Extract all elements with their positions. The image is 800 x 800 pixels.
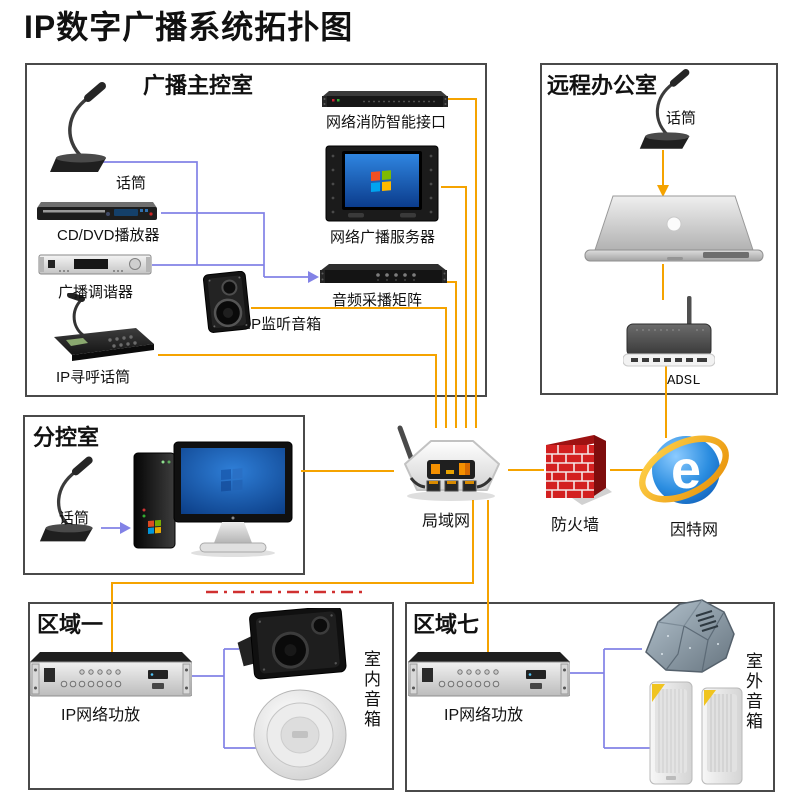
adsl-label: ADSL: [667, 373, 701, 389]
zone-7-title: 区域七: [413, 612, 480, 637]
zone-1-title: 区域一: [37, 612, 104, 637]
monitor-speaker-label: IP监听音箱: [247, 316, 322, 333]
ceiling-speaker-icon: [252, 688, 348, 782]
ip-paging-mic-label: IP寻呼话筒: [56, 369, 131, 386]
firewall-icon: [542, 428, 614, 508]
broadcast-server-label: 网络广播服务器: [330, 229, 436, 246]
zone-7-box: [405, 602, 775, 792]
rock-speaker-icon: [638, 596, 738, 678]
broadcast-server-icon: [324, 144, 440, 223]
mic-label: 话筒: [116, 175, 147, 192]
cd-dvd-player-label: CD/DVD播放器: [57, 227, 160, 244]
monitor-speaker-icon: [200, 271, 252, 335]
cd-dvd-player-icon: [36, 196, 158, 223]
main-control-room-title: 广播主控室: [143, 73, 254, 98]
laptop-icon: [583, 194, 765, 270]
zone7-amplifier-icon: [408, 650, 570, 702]
zone7-amplifier-label: IP网络功放: [444, 707, 524, 724]
pc-tower-icon: [132, 451, 177, 550]
zone1-amplifier-label: IP网络功放: [61, 707, 141, 724]
internet-label: 因特网: [670, 522, 719, 539]
internet-explorer-icon: e: [636, 424, 732, 514]
audio-matrix-label: 音频采播矩阵: [332, 292, 423, 309]
zone1-speakers-label: 室内音箱: [361, 650, 380, 730]
sub-control-room-title: 分控室: [33, 425, 100, 450]
zone1-amplifier-icon: [30, 650, 192, 702]
sub-mic-icon: [38, 452, 104, 544]
lan-router-icon: [391, 424, 511, 506]
gooseneck-mic-icon: [48, 78, 118, 174]
audio-matrix-icon: [320, 261, 447, 286]
column-speakers-icon: [646, 680, 748, 790]
remote-mic-icon: [638, 64, 700, 152]
zone7-speakers-label: 室外音箱: [743, 652, 762, 732]
radio-tuner-icon: [38, 251, 152, 278]
ip-paging-mic-icon: [40, 293, 160, 361]
page-title: IP数字广播系统拓扑图: [24, 9, 354, 45]
fire-interface-label: 网络消防智能接口: [326, 114, 447, 131]
remote-office-title: 远程办公室: [547, 73, 658, 98]
sub-mic-label: 话筒: [59, 510, 90, 527]
wall-speaker-icon: [236, 608, 348, 682]
remote-mic-label: 话筒: [666, 110, 697, 127]
firewall-label: 防火墙: [551, 517, 600, 534]
remote-office-box: [540, 63, 778, 395]
radio-tuner-label: 广播调谐器: [58, 284, 134, 301]
lan-label: 局域网: [422, 513, 471, 530]
pc-monitor-icon: [172, 440, 294, 558]
fire-interface-icon: [322, 88, 448, 109]
adsl-modem-icon: [623, 296, 715, 370]
